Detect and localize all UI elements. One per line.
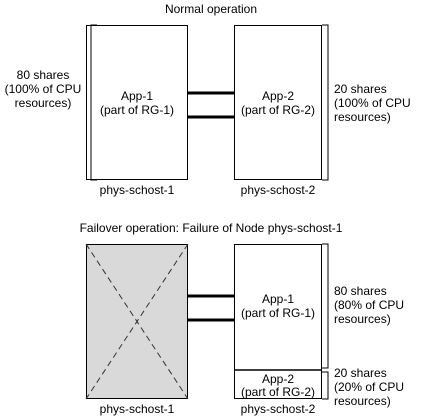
failover-app2-cpu-percent: (20% of CPU: [334, 380, 405, 394]
failover-app1-group: (part of RG-1): [240, 306, 315, 320]
failover-node2-label: phys-schost-2: [240, 402, 316, 416]
failover-app1-name: App-1: [261, 292, 295, 306]
failover-app2-group: (part of RG-2): [240, 385, 315, 399]
node1-cpu-percent: (100% of CPU: [4, 82, 82, 96]
node1-label: phys-schost-1: [99, 183, 175, 197]
app1-name: App-1: [120, 89, 154, 103]
node-box-phys-schost-2: [234, 25, 322, 180]
failover-app2-shares: 20 shares: [334, 366, 387, 380]
failed-node-x-line-2: [85, 243, 189, 400]
failover-node1-label: phys-schost-1: [99, 402, 175, 416]
node2-shares: 20 shares: [334, 82, 387, 96]
node2-label: phys-schost-2: [240, 183, 316, 197]
node1-share-bracket: [90, 24, 97, 181]
normal-operation-title: Normal operation: [164, 2, 258, 16]
node1-shares: 80 shares: [16, 68, 70, 82]
app1-group: (part of RG-1): [99, 103, 174, 117]
failover-app1-shares: 80 shares: [334, 284, 387, 298]
failover-operation-title: Failover operation: Failure of Node phys…: [79, 221, 343, 235]
node1-resources: resources): [14, 96, 72, 110]
node-box-phys-schost-1: [86, 25, 188, 180]
failover-app1-cpu-percent: (80% of CPU: [334, 298, 405, 312]
failover-app1-resources: resources): [334, 312, 391, 326]
app2-group: (part of RG-2): [240, 103, 315, 117]
failover-node-box-phys-schost-2: [234, 244, 322, 399]
node2-cpu-percent: (100% of CPU: [334, 96, 411, 110]
node2-resources: resources): [334, 110, 391, 124]
failover-app2-resources: resources): [334, 394, 391, 408]
node2-share-bracket: [322, 24, 329, 181]
failover-app2-share-bracket: [322, 371, 329, 400]
failover-app2-name: App-2: [261, 372, 295, 386]
failover-app1-share-bracket: [322, 243, 329, 369]
app2-name: App-2: [261, 89, 295, 103]
